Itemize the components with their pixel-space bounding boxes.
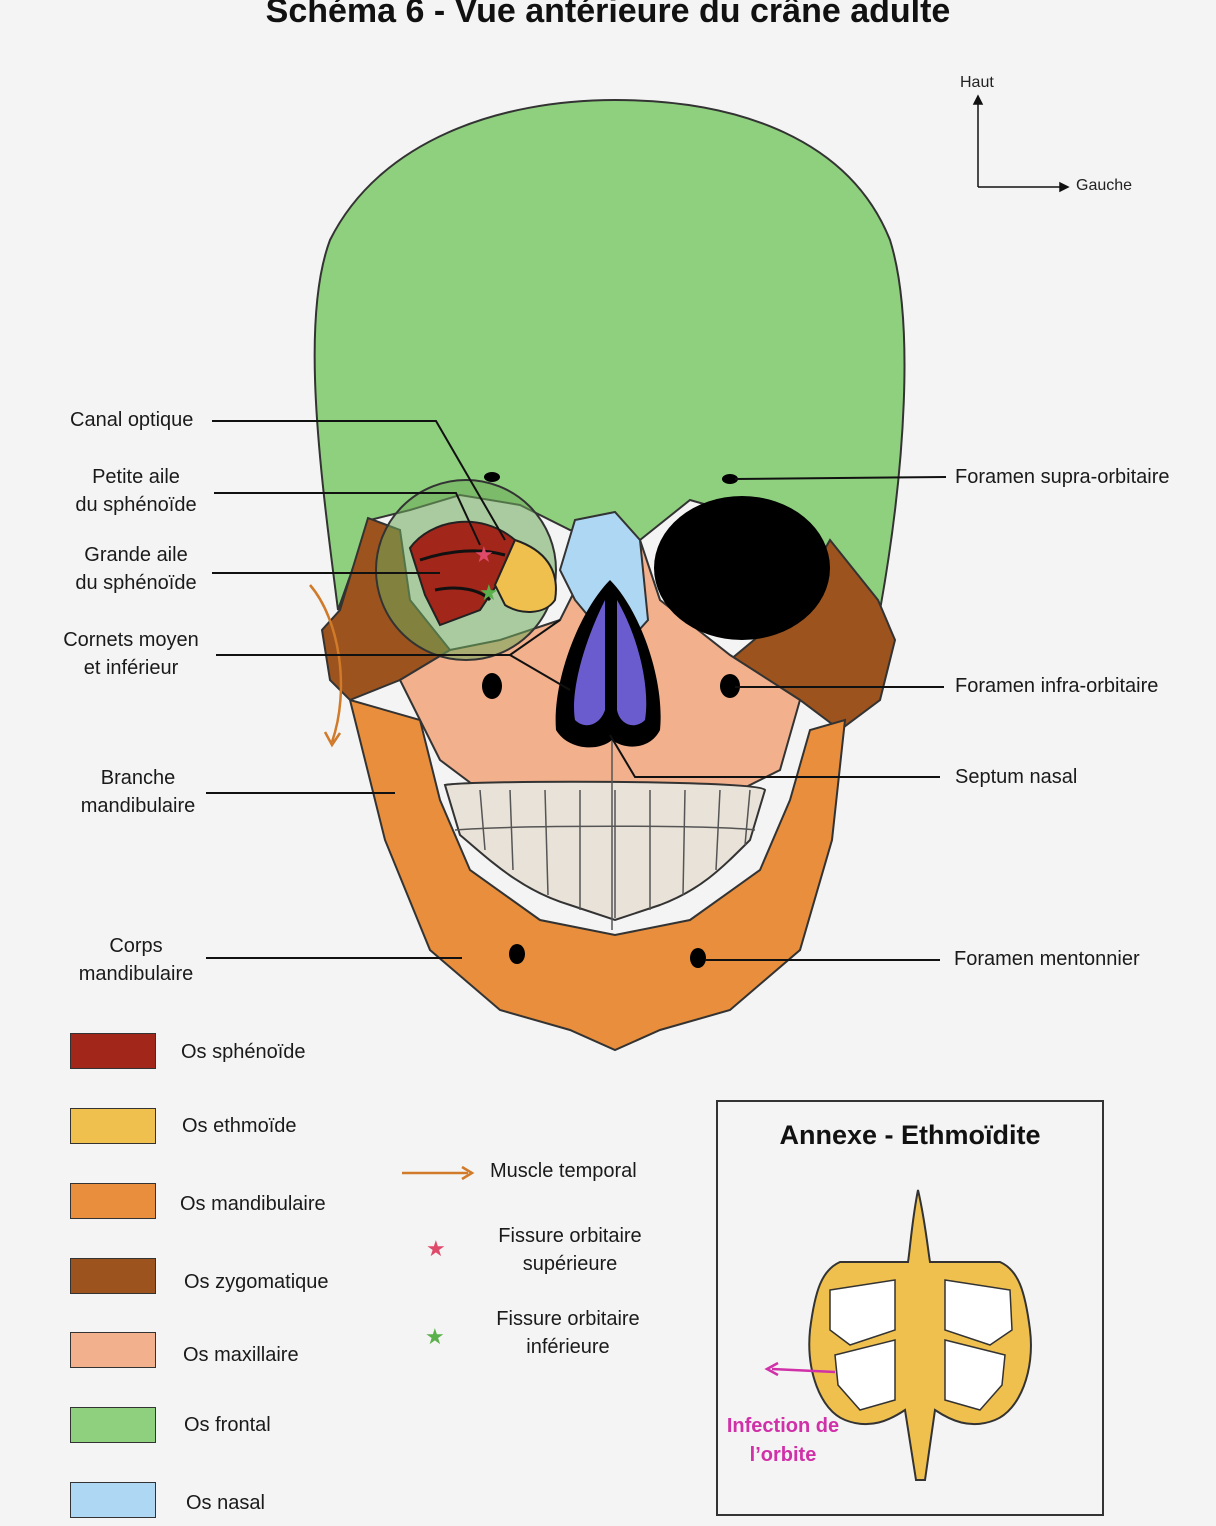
mental-foramen-right (690, 948, 706, 968)
label-grande-aile: Grande aile du sphénoïde (60, 541, 212, 597)
label-corps-line1: Corps (109, 935, 163, 957)
legend-label-nasal: Os nasal (186, 1492, 265, 1514)
legend-swatch-zygomatique (70, 1258, 156, 1294)
label-canal-optique: Canal optique (70, 409, 194, 431)
label-grande-aile-line1: Grande aile (84, 544, 188, 566)
legend-star-superior: ★ (426, 1237, 446, 1262)
star-superior-fissure: ★ (474, 543, 494, 568)
legend-fissure-inf-line1: Fissure orbitaire (496, 1308, 640, 1330)
label-branche-line1: Branche (100, 767, 176, 789)
legend-label-ethmoide: Os ethmoïde (182, 1115, 297, 1137)
supra-orbital-foramen-right (722, 474, 738, 484)
legend-fissure-inf-line2: inférieure (526, 1336, 610, 1358)
annexe-box: Annexe - Ethmoïdite Infection de l’orbit… (716, 1100, 1104, 1516)
legend-swatch-maxillaire (70, 1332, 156, 1368)
legend-label-sphenoide: Os sphénoïde (181, 1041, 306, 1063)
legend-fissure-sup-line1: Fissure orbitaire (498, 1225, 642, 1247)
infra-orbital-foramen-right (720, 674, 740, 698)
annexe-title: Annexe - Ethmoïdite (779, 1120, 1041, 1150)
temporal-muscle-arrow (309, 584, 343, 743)
label-corps-line2: mandibulaire (78, 963, 194, 985)
label-cornets: Cornets moyen et inférieur (50, 626, 212, 682)
label-branche-mandibulaire: Branche mandibulaire (60, 764, 216, 820)
nasal-turbinates (574, 600, 647, 726)
label-foramen-mentonnier: Foramen mentonnier (954, 948, 1140, 970)
ethmoid (493, 538, 557, 613)
label-petite-aile-line1: Petite aile (92, 466, 180, 488)
label-petite-aile: Petite aile du sphénoïde (60, 463, 212, 519)
infra-orbital-foramen-left (482, 673, 502, 699)
diagram-title: Schéma 6 - Vue antérieure du crâne adult… (265, 0, 951, 30)
legend-label-mandibulaire: Os mandibulaire (180, 1193, 326, 1215)
mental-foramen-left (509, 944, 525, 964)
supra-orbital-foramen-left (484, 472, 500, 482)
ethmoid-annexe-drawing (764, 1189, 1032, 1481)
legend-fissure-superieure: Fissure orbitaire supérieure (470, 1222, 670, 1278)
star-inferior-fissure: ★ (479, 581, 499, 606)
legend-swatch-ethmoide (70, 1108, 156, 1144)
legend-label-maxillaire: Os maxillaire (183, 1344, 299, 1366)
infection-line1: Infection de (726, 1415, 840, 1437)
infection-line2: l’orbite (749, 1444, 817, 1466)
legend-fissure-inferieure: Fissure orbitaire inférieure (468, 1305, 668, 1361)
legend-fissure-sup-line2: supérieure (522, 1253, 618, 1275)
annexe-infection-label: Infection de l’orbite (718, 1412, 848, 1470)
label-foramen-infra-orbitaire: Foramen infra-orbitaire (955, 675, 1159, 697)
label-cornets-line1: Cornets moyen (63, 629, 199, 651)
sphenoid (408, 520, 517, 627)
label-septum-nasal: Septum nasal (955, 766, 1078, 788)
orientation-right-label: Gauche (1076, 177, 1133, 194)
label-grande-aile-line2: du sphénoïde (75, 572, 197, 594)
legend-swatch-frontal (70, 1407, 156, 1443)
legend-label-zygomatique: Os zygomatique (184, 1271, 329, 1293)
label-corps-mandibulaire: Corps mandibulaire (60, 932, 212, 988)
label-petite-aile-line2: du sphénoïde (75, 494, 197, 516)
orbit-right (654, 496, 830, 640)
label-cornets-line2: et inférieur (83, 657, 179, 679)
label-branche-line2: mandibulaire (80, 795, 196, 817)
legend-star-inferior: ★ (425, 1325, 445, 1350)
legend-swatch-mandibulaire (70, 1183, 156, 1219)
legend-swatch-nasal (70, 1482, 156, 1518)
mandible (348, 698, 847, 1052)
orientation-up-label: Haut (960, 74, 994, 91)
legend-label-frontal: Os frontal (184, 1414, 271, 1436)
legend-muscle-temporal: Muscle temporal (490, 1160, 637, 1182)
label-foramen-supra-orbitaire: Foramen supra-orbitaire (955, 466, 1170, 488)
legend-swatch-sphenoide (70, 1033, 156, 1069)
